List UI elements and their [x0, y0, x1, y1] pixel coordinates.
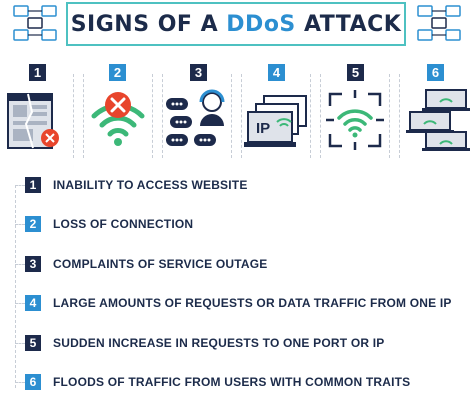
- icon-cell-1: [0, 74, 74, 158]
- list-item-5: 5 SUDDEN INCREASE IN REQUESTS TO ONE POR…: [15, 333, 385, 353]
- item-badge-5: 5: [25, 335, 41, 351]
- page-title: SIGNS OF A DDoS ATTACK: [71, 12, 402, 37]
- item-text-1: INABILITY TO ACCESS WEBSITE: [53, 178, 248, 192]
- icon-badge-2: 2: [109, 64, 126, 81]
- item-text-4: LARGE AMOUNTS OF REQUESTS OR DATA TRAFFI…: [53, 296, 452, 310]
- support-chat-icon: [166, 89, 225, 146]
- item-text-6: FLOODS OF TRAFFIC FROM USERS WITH COMMON…: [53, 375, 411, 389]
- item-badge-4: 4: [25, 295, 41, 311]
- list-item-1: 1 INABILITY TO ACCESS WEBSITE: [15, 175, 248, 195]
- list-item-4: 4 LARGE AMOUNTS OF REQUESTS OR DATA TRAF…: [15, 293, 452, 313]
- icon-badge-6: 6: [427, 64, 444, 81]
- item-text-5: SUDDEN INCREASE IN REQUESTS TO ONE PORT …: [53, 336, 385, 350]
- icon-badge-1: 1: [29, 64, 46, 81]
- targeted-wifi-icon: [326, 90, 384, 150]
- title-accent: DDoS: [226, 11, 296, 37]
- item-badge-1: 1: [25, 177, 41, 193]
- item-badge-3: 3: [25, 256, 41, 272]
- icon-cell-6: [399, 74, 474, 158]
- broken-browser-icon: [7, 93, 59, 149]
- title-box: SIGNS OF A DDoS ATTACK: [66, 2, 406, 46]
- icon-badge-4: 4: [268, 64, 285, 81]
- title-part1: SIGNS OF A: [70, 11, 227, 37]
- no-wifi-icon: [91, 92, 145, 146]
- ip-laptop-icon: [244, 95, 307, 147]
- icon-cell-5: [320, 74, 390, 158]
- network-icon-right: [417, 5, 461, 41]
- icon-cell-2: [83, 74, 153, 158]
- icon-cell-3: [162, 74, 232, 158]
- icon-cell-4: [241, 74, 311, 158]
- list-spine: [15, 185, 16, 388]
- icon-badge-3: 3: [190, 64, 207, 81]
- title-part2: ATTACK: [295, 11, 402, 37]
- item-badge-6: 6: [25, 374, 41, 390]
- item-text-2: LOSS OF CONNECTION: [53, 217, 194, 231]
- item-text-3: COMPLAINTS OF SERVICE OUTAGE: [53, 257, 268, 271]
- ip-label: IP: [256, 120, 271, 137]
- list-item-3: 3 COMPLAINTS OF SERVICE OUTAGE: [15, 254, 268, 274]
- network-icon-left: [13, 5, 57, 41]
- item-badge-2: 2: [25, 216, 41, 232]
- list-item-6: 6 FLOODS OF TRAFFIC FROM USERS WITH COMM…: [15, 372, 410, 392]
- icon-badge-5: 5: [347, 64, 364, 81]
- list-item-2: 2 LOSS OF CONNECTION: [15, 214, 193, 234]
- multiple-screens-icon: [406, 89, 470, 151]
